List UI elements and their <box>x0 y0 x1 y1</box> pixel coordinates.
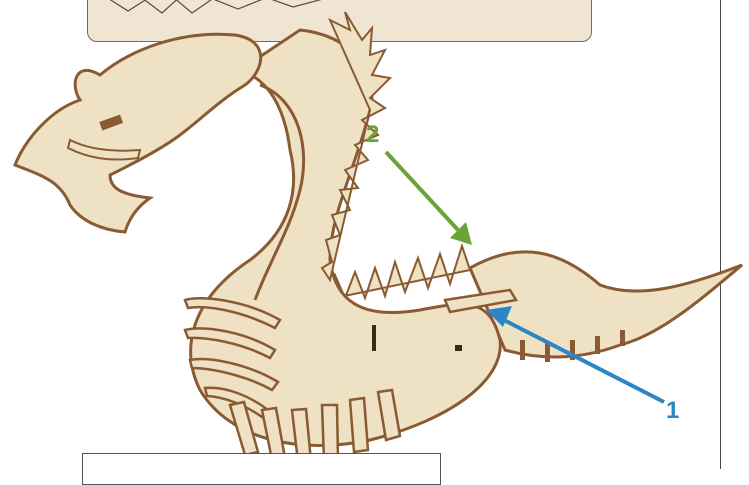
dragon-head <box>15 34 261 232</box>
callout-label-1: 1 <box>666 399 679 423</box>
callout-label-2: 2 <box>366 123 379 147</box>
callout-arrow-2 <box>386 152 472 245</box>
caption-box <box>82 453 441 485</box>
dragon-model-illustration <box>0 0 749 469</box>
dragon-back-spikes <box>325 246 470 300</box>
